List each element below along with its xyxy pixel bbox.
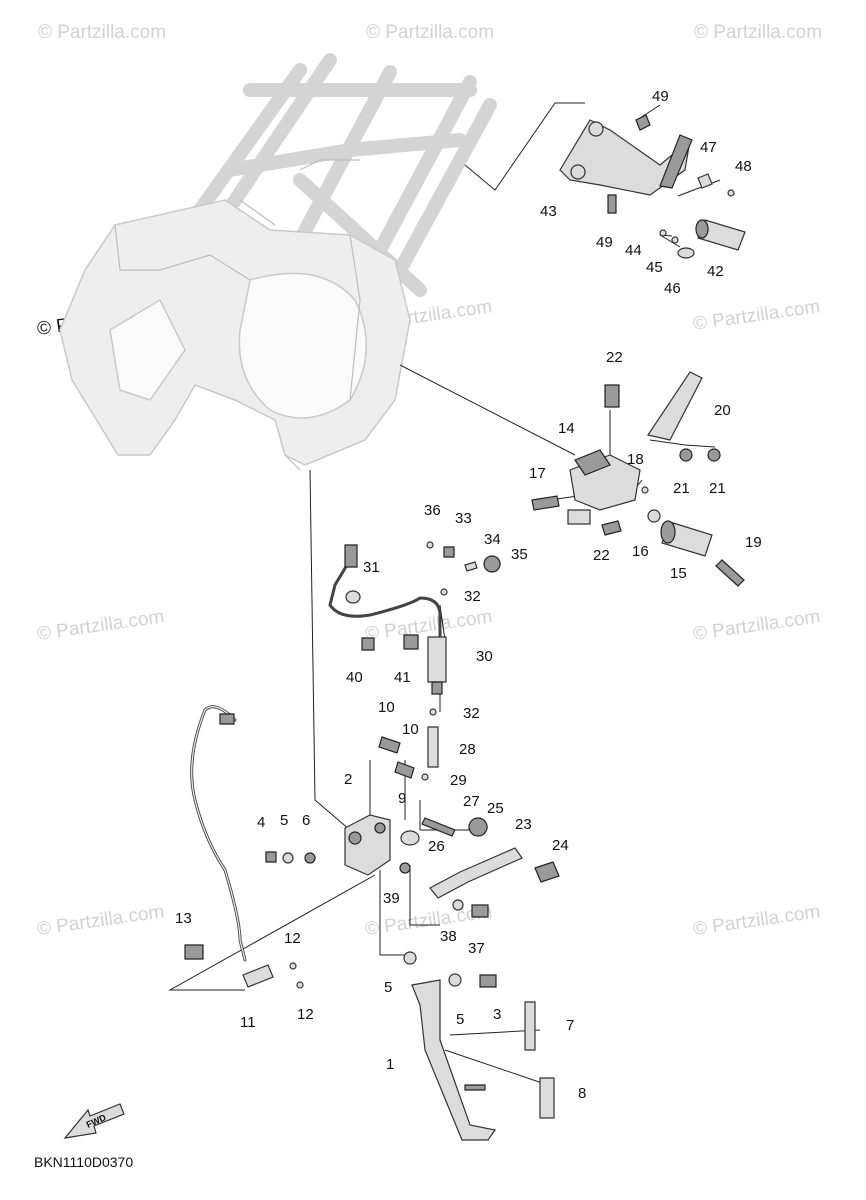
callout-31: 31 [363,559,380,576]
watermark: © Partzilla.com [38,22,166,43]
switch [427,636,447,683]
bolt [607,194,617,214]
callout-1: 1 [386,1056,394,1073]
callout-9: 9 [398,790,406,807]
motorcycle-frame [59,53,497,471]
bolt [635,114,651,131]
callout-21: 21 [673,480,690,497]
callout-8: 8 [578,1085,586,1102]
diagram-code: BKN1110D0370 [34,1154,133,1170]
callout-26: 26 [428,838,445,855]
callout-11: 11 [240,1014,256,1031]
callout-38: 38 [440,928,457,945]
callout-6: 6 [302,812,310,829]
shift-lever [429,847,523,899]
callout-27: 27 [463,793,480,810]
callout-29: 29 [450,772,467,789]
parts [63,114,746,1141]
callout-5: 5 [384,979,392,996]
callout-5: 5 [456,1011,464,1028]
bolt [531,495,560,511]
callout-42: 42 [707,263,724,280]
callout-46: 46 [664,280,681,297]
watermark: © Partzilla.com [36,901,166,940]
callout-22: 22 [593,547,610,564]
callout-39: 39 [383,890,400,907]
callout-49: 49 [652,88,669,105]
callout-16: 16 [632,543,649,560]
callout-5: 5 [280,812,288,829]
callout-13: 13 [175,910,192,927]
callout-32: 32 [464,588,481,605]
callouts: 49 47 48 43 49 44 45 42 46 22 20 14 18 1… [175,88,762,1102]
callout-18: 18 [627,451,644,468]
callout-41: 41 [394,669,411,686]
leader-lines [168,102,721,1086]
bolt [601,520,622,536]
callout-12: 12 [284,930,301,947]
callout-48: 48 [735,158,752,175]
callout-32: 32 [463,705,480,722]
pin [715,559,745,587]
callout-33: 33 [455,510,472,527]
bolt [378,736,401,754]
fwd-arrow-icon [63,1103,125,1139]
callout-24: 24 [552,837,569,854]
watermark: © Partzilla.com [692,606,822,645]
callout-44: 44 [625,242,642,259]
callout-40: 40 [346,669,363,686]
sidestand-switch [242,964,274,988]
callout-36: 36 [424,502,441,519]
callout-45: 45 [646,259,663,276]
callout-3: 3 [493,1006,501,1023]
callout-14: 14 [558,420,575,437]
callout-12: 12 [297,1006,314,1023]
callout-28: 28 [459,741,476,758]
sidestand [411,979,497,1141]
callout-21: 21 [709,480,726,497]
bolt [604,384,620,408]
watermark: © Partzilla.com [366,22,494,43]
callout-47: 47 [700,139,717,156]
callout-23: 23 [515,816,532,833]
callout-20: 20 [714,402,731,419]
callout-19: 19 [745,534,762,551]
watermark: © Partzilla.com [694,22,822,43]
callout-7: 7 [566,1017,574,1034]
callout-2: 2 [344,771,352,788]
callout-15: 15 [670,565,687,582]
bolt [394,761,415,779]
callout-22: 22 [606,349,623,366]
callout-49: 49 [596,234,613,251]
watermark: © Partzilla.com [36,606,166,645]
spring [524,1001,536,1051]
callout-4: 4 [257,814,265,831]
callout-43: 43 [540,203,557,220]
heel-guard [647,371,703,441]
callout-10: 10 [402,721,419,738]
spring [427,726,439,768]
callout-10: 10 [378,699,395,716]
callout-17: 17 [529,465,546,482]
callout-30: 30 [476,648,493,665]
watermark: © Partzilla.com [692,901,822,940]
watermark: © Partzilla.com [692,296,822,335]
callout-25: 25 [487,800,504,817]
callout-37: 37 [468,940,485,957]
callout-35: 35 [511,546,528,563]
cap [483,555,501,573]
connector [344,544,358,568]
callout-34: 34 [484,531,501,548]
